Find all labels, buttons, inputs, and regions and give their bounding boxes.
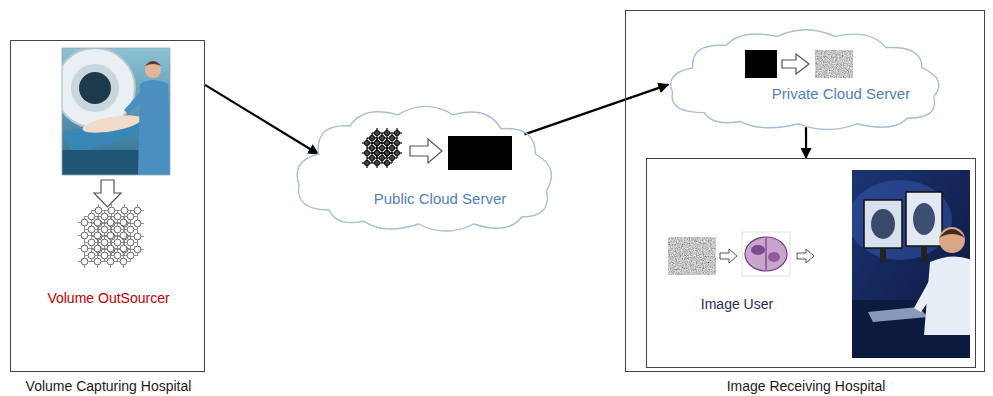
scrambled-image	[815, 50, 853, 78]
brain-region	[768, 252, 780, 262]
text-slot: Private Cloud Server	[731, 85, 951, 103]
text-slot: Image Receiving Hospital	[646, 377, 966, 395]
brain-fissure	[766, 238, 767, 270]
screen-glow	[852, 180, 952, 260]
monitor-stand	[921, 246, 927, 262]
scanner-bore	[79, 72, 111, 104]
technician-hair	[145, 61, 161, 66]
photo-frame	[62, 48, 170, 175]
hollow-arrow	[782, 54, 809, 74]
doctor-arm	[914, 272, 942, 312]
text-slot: Public Cloud Server	[315, 190, 565, 208]
hospital-label: Image Receiving Hospital	[727, 378, 886, 395]
monitor-scan	[913, 203, 935, 235]
patient	[81, 112, 143, 136]
brain-frame	[742, 232, 790, 276]
cloud-outline	[297, 106, 551, 231]
role-label: Volume OutSourcer	[47, 290, 169, 307]
hospital-box: Volume OutSourcerVolume Capturing Hospit…	[10, 40, 205, 372]
text-slot: Volume OutSourcer	[14, 289, 204, 307]
monitor	[864, 200, 902, 248]
monitor-scan	[871, 209, 895, 239]
flow-arrow	[205, 85, 318, 154]
hospital-label: Volume Capturing Hospital	[26, 378, 192, 395]
cloud-server: Private Cloud Server	[661, 23, 951, 135]
user-box: Image User	[646, 158, 976, 368]
scrambled-image	[668, 237, 716, 275]
hollow-arrow	[720, 249, 737, 263]
flow-arrow	[805, 127, 807, 158]
cloud-label: Private Cloud Server	[772, 85, 910, 103]
role-label: Image User	[701, 296, 773, 313]
mri-photo	[62, 48, 170, 175]
cloud-outline	[661, 23, 951, 135]
brain-outline	[745, 237, 787, 271]
brain-image	[742, 232, 790, 276]
encrypted-image	[448, 136, 512, 170]
doctor-head	[939, 227, 965, 253]
monitor	[906, 192, 942, 246]
monitor-stand	[880, 248, 886, 262]
cloud-server: Public Cloud Server	[288, 98, 563, 238]
volume-lattice-dark	[362, 128, 402, 168]
hollow-arrow	[797, 249, 814, 263]
scanner-ring	[71, 64, 119, 112]
cloud-outline	[671, 30, 939, 130]
encrypted-image	[745, 50, 777, 78]
text-slot: Volume Capturing Hospital	[4, 377, 214, 395]
cloud-label: Public Cloud Server	[374, 190, 507, 208]
text-slot: Image User	[657, 295, 817, 313]
doctor-hair	[939, 229, 965, 238]
hollow-arrow	[94, 180, 121, 207]
volume-layer	[362, 138, 392, 168]
technician-arm	[124, 90, 146, 114]
hollow-arrow	[410, 139, 442, 163]
doctor-photo	[852, 170, 970, 358]
volume-lattice	[78, 204, 144, 268]
cloud-outline	[288, 98, 563, 238]
flow-arrow	[525, 85, 669, 135]
volume-layer	[78, 216, 130, 268]
technician-head	[145, 62, 161, 78]
brain-region	[751, 245, 765, 255]
hospital-box: Image Receiving HospitalPrivate Cloud Se…	[625, 10, 985, 372]
